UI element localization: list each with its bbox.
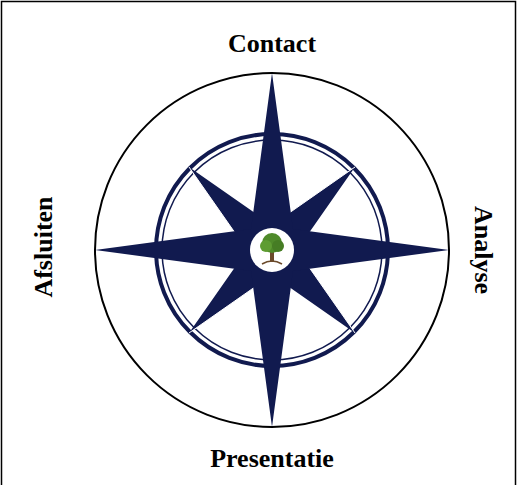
- direction-label-holder: Contact: [228, 31, 316, 57]
- direction-label: Contact: [228, 31, 316, 57]
- direction-label: Analyse: [470, 206, 496, 294]
- direction-label: Afsluiten: [31, 196, 57, 297]
- outer-circle: [95, 73, 449, 427]
- direction-label: Presentatie: [210, 446, 334, 472]
- tree-crown-left: [260, 240, 272, 252]
- direction-label-holder: Afsluiten: [31, 196, 57, 297]
- center-disc: [250, 228, 294, 272]
- main-star: [95, 73, 449, 427]
- tree-crown-right: [272, 240, 284, 252]
- tree-roots: [262, 261, 282, 264]
- direction-label-holder: Analyse: [470, 206, 496, 294]
- direction-label-holder: Presentatie: [210, 446, 334, 472]
